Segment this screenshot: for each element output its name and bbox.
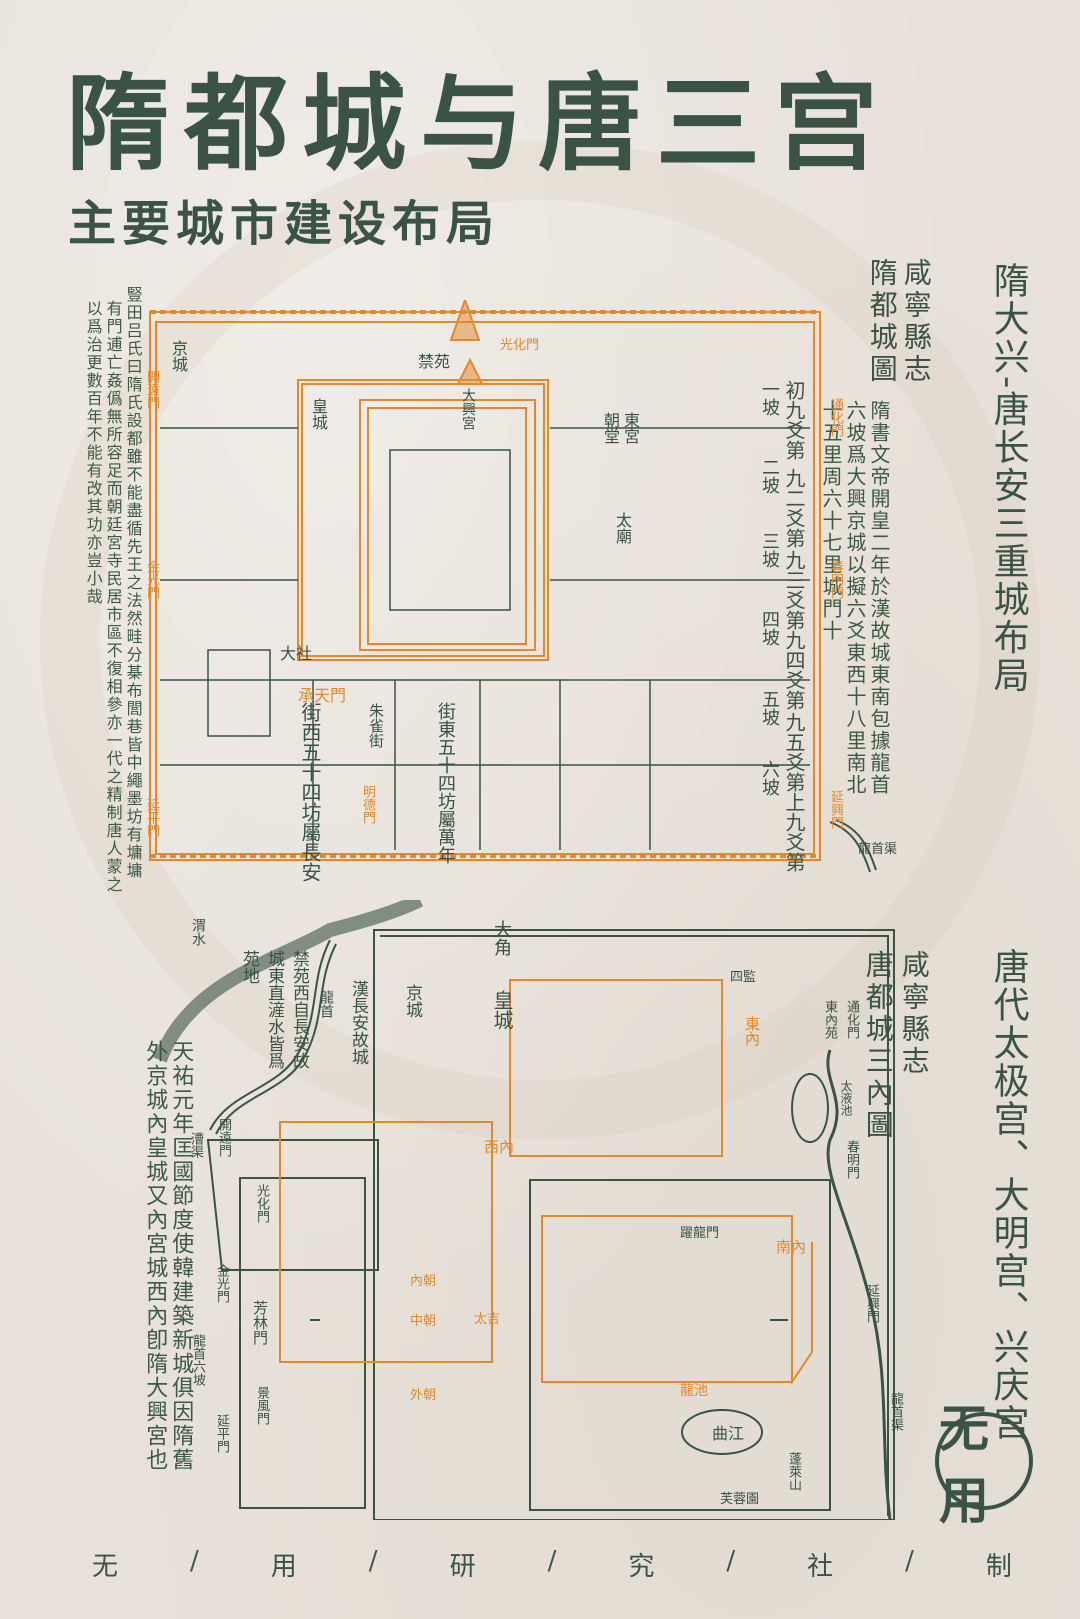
- map2-label-tonghua-gate: 通化門: [844, 1000, 859, 1039]
- map1-label-jinguang-gate: 金光門: [144, 560, 159, 599]
- map2-label-wei-river: 渭水: [190, 918, 206, 946]
- map1-source-title: 咸寧縣志: [899, 258, 933, 386]
- map2-label-imperial-city: 皇城: [490, 990, 514, 1030]
- footer-credit: 无 / 用 / 研 / 究 / 社 / 制: [92, 1546, 1012, 1583]
- map2-source-title: 咸寧縣志: [897, 950, 931, 1078]
- footer-separator: /: [368, 1546, 378, 1576]
- map1-sui-capital-plan: [149, 300, 877, 873]
- map1-label-longshou-canal: 龍首渠: [858, 842, 898, 857]
- map1-label-chunming-gate: 春明門: [828, 560, 843, 599]
- map2-label-caoqu: 漕渠: [188, 1132, 203, 1158]
- map2-left-annotation-1: 天祐元年匡國節度使韓建築新城俱因隋舊: [168, 1040, 194, 1472]
- map2-tang-three-palaces-plan: [153, 900, 895, 1520]
- map2-label-yanping-gate: 延平門: [214, 1414, 229, 1453]
- map1-slope-2: 二坡: [759, 458, 780, 494]
- map1-label-imperial-city: 皇城: [309, 398, 328, 430]
- page-subtitle: 主要城市建设布局: [68, 196, 501, 252]
- map2-label-waichao: 外朝: [410, 1388, 437, 1403]
- map2-label-garden-note: 禁苑西自長安故城東直滻水皆爲苑地: [239, 950, 309, 1069]
- map1-hexagram-1: 初九爻第: [782, 380, 806, 460]
- map2-label-longshou: 龍首: [318, 990, 334, 1018]
- map2-label-yuelong-gate: 躍龍門: [680, 1226, 720, 1241]
- map2-label-dongjia: 東內苑: [822, 1000, 837, 1039]
- map1-annotation-2: 六坡爲大興京城以擬六爻東西十八里南北: [843, 400, 867, 796]
- map2-label-yanxing-gate: 延興門: [864, 1284, 879, 1323]
- map2-label-da-jiao: 大角: [491, 920, 512, 956]
- map2-label-furong-garden: 芙蓉園: [720, 1492, 760, 1507]
- map1-label-kaiyuan-gate: 開遠門: [144, 370, 159, 409]
- map1-hexagram-4: 九四爻第: [782, 630, 806, 710]
- map1-annotation-1: 隋書文帝開皇二年於漢故城東南包據龍首: [867, 400, 891, 796]
- map1-slope-6: 六坡: [759, 760, 780, 796]
- map2-label-chunming-gate: 春明門: [844, 1140, 859, 1179]
- map1-label-dashe: 大社: [280, 644, 313, 663]
- map2-label-jingfeng-gate: 景風門: [254, 1386, 269, 1425]
- map1-label-zhuque-street: 朱雀街: [367, 703, 385, 748]
- map2-label-kaiyuan-gate: 開遠門: [216, 1118, 231, 1157]
- map1-left-annotation-3: 以爲治更數百年不能有改其功亦豈小哉: [83, 300, 103, 606]
- map1-left-annotation-2: 有門逋亡姦僞無所容足而朝廷宮寺民居市區不復相參亦一代之精制唐人蒙之: [103, 300, 123, 894]
- map2-label-guanghua-gate: 光化門: [254, 1184, 269, 1223]
- map2-label-fanglin-gate: 芳林門: [251, 1300, 269, 1345]
- map1-label-forbidden-garden: 禁苑: [418, 352, 451, 371]
- map1-hexagram-3: 九三爻第: [782, 550, 806, 630]
- map1-slope-3: 三坡: [759, 532, 780, 568]
- footer-separator: /: [905, 1546, 914, 1576]
- brand-seal-logo: 无用: [935, 1399, 1033, 1530]
- map1-label-west-street: 街西五十四坊屬長安: [298, 702, 322, 882]
- map1-slope-5: 五坡: [759, 690, 780, 726]
- footer-char: 研: [449, 1552, 476, 1582]
- map1-map-title: 隋都城圖: [865, 258, 899, 386]
- footer-char: 社: [807, 1552, 834, 1582]
- map1-label-kyoto-city: 京城: [169, 340, 188, 372]
- map1-label-east-palace: 東宮: [621, 412, 640, 444]
- map1-label-guanghua-gate: 光化門: [500, 338, 540, 353]
- map2-label-neichao: 內朝: [410, 1274, 437, 1289]
- map1-label-court-hall: 朝堂: [601, 412, 620, 444]
- map2-label-south-inner: 南內: [776, 1238, 807, 1256]
- map1-slope-1: 一坡: [759, 380, 780, 416]
- map2-label-han-changan: 漢長安故城: [348, 980, 368, 1065]
- map2-label-west-inner: 西內: [484, 1138, 515, 1156]
- map1-label-chengtian-gate: 承天門: [298, 686, 347, 705]
- footer-char: 究: [628, 1552, 655, 1582]
- map1-label-yanping-gate: 延平門: [144, 798, 159, 837]
- map2-label-east-inner: 東內: [743, 1016, 761, 1046]
- map2-left-annotation-2: 外京城內皇城又內宮城西內卽隋大興宮也: [142, 1040, 168, 1472]
- map1-label-taimiao: 太廟: [613, 512, 632, 544]
- footer-separator: /: [190, 1546, 199, 1576]
- map1-label-east-street: 街東五十四坊屬萬年: [435, 702, 456, 864]
- map2-label-siji: 四監: [730, 970, 757, 985]
- map2-label-long-pond: 龍池: [680, 1383, 708, 1399]
- footer-char: 无: [92, 1552, 119, 1582]
- map2-label-penglai: 蓬萊山: [786, 1452, 801, 1491]
- footer-separator: /: [547, 1546, 557, 1576]
- map1-hexagram-6: 上九爻第: [782, 792, 806, 872]
- map2-caption: 唐代太极宫、大明宫、兴庆宫: [987, 948, 1029, 1442]
- footer-char: 制: [985, 1552, 1012, 1582]
- map1-label-yanxing-gate: 延興門: [828, 790, 843, 829]
- map2-label-longshou-canal: 龍首渠: [888, 1392, 903, 1431]
- map1-hexagram-2: 九二爻第: [782, 468, 806, 548]
- map2-label-kyoto-city: 京城: [402, 984, 422, 1018]
- map2-map-title: 唐都城三內圖: [861, 950, 895, 1142]
- map2-label-longshou-six: 龍首六坡: [190, 1334, 205, 1386]
- map2-label-jinguang-gate: 金光門: [214, 1264, 229, 1303]
- map1-label-tonghua-gate: 通化門: [828, 398, 843, 437]
- map2-label-taiji: 太吉: [474, 1312, 501, 1327]
- map1-left-annotation-1: 豎田吕氏曰隋氏設都雖不能盡循先王之法然畦分棊布閭巷皆中繩墨坊有墉墉: [123, 286, 143, 880]
- map1-label-daxing-palace: 大興宮: [460, 388, 476, 430]
- footer-char: 用: [270, 1552, 297, 1582]
- map1-caption: 隋大兴-唐长安三重城布局: [987, 262, 1029, 695]
- map1-annotation-3: 十五里周六十七里城門十: [819, 400, 843, 642]
- footer-separator: /: [726, 1546, 736, 1576]
- map1-hexagram-5: 九五爻第: [782, 712, 806, 792]
- map1-label-mingde-gate: 明德門: [360, 785, 375, 824]
- map2-label-qujiang: 曲江: [712, 1424, 745, 1443]
- map1-slope-4: 四坡: [759, 610, 780, 646]
- map2-label-zhongchao: 中朝: [410, 1314, 437, 1329]
- page-title: 隋都城与唐三宫: [66, 62, 893, 185]
- map2-label-taiye-pond: 太液池: [839, 1080, 853, 1116]
